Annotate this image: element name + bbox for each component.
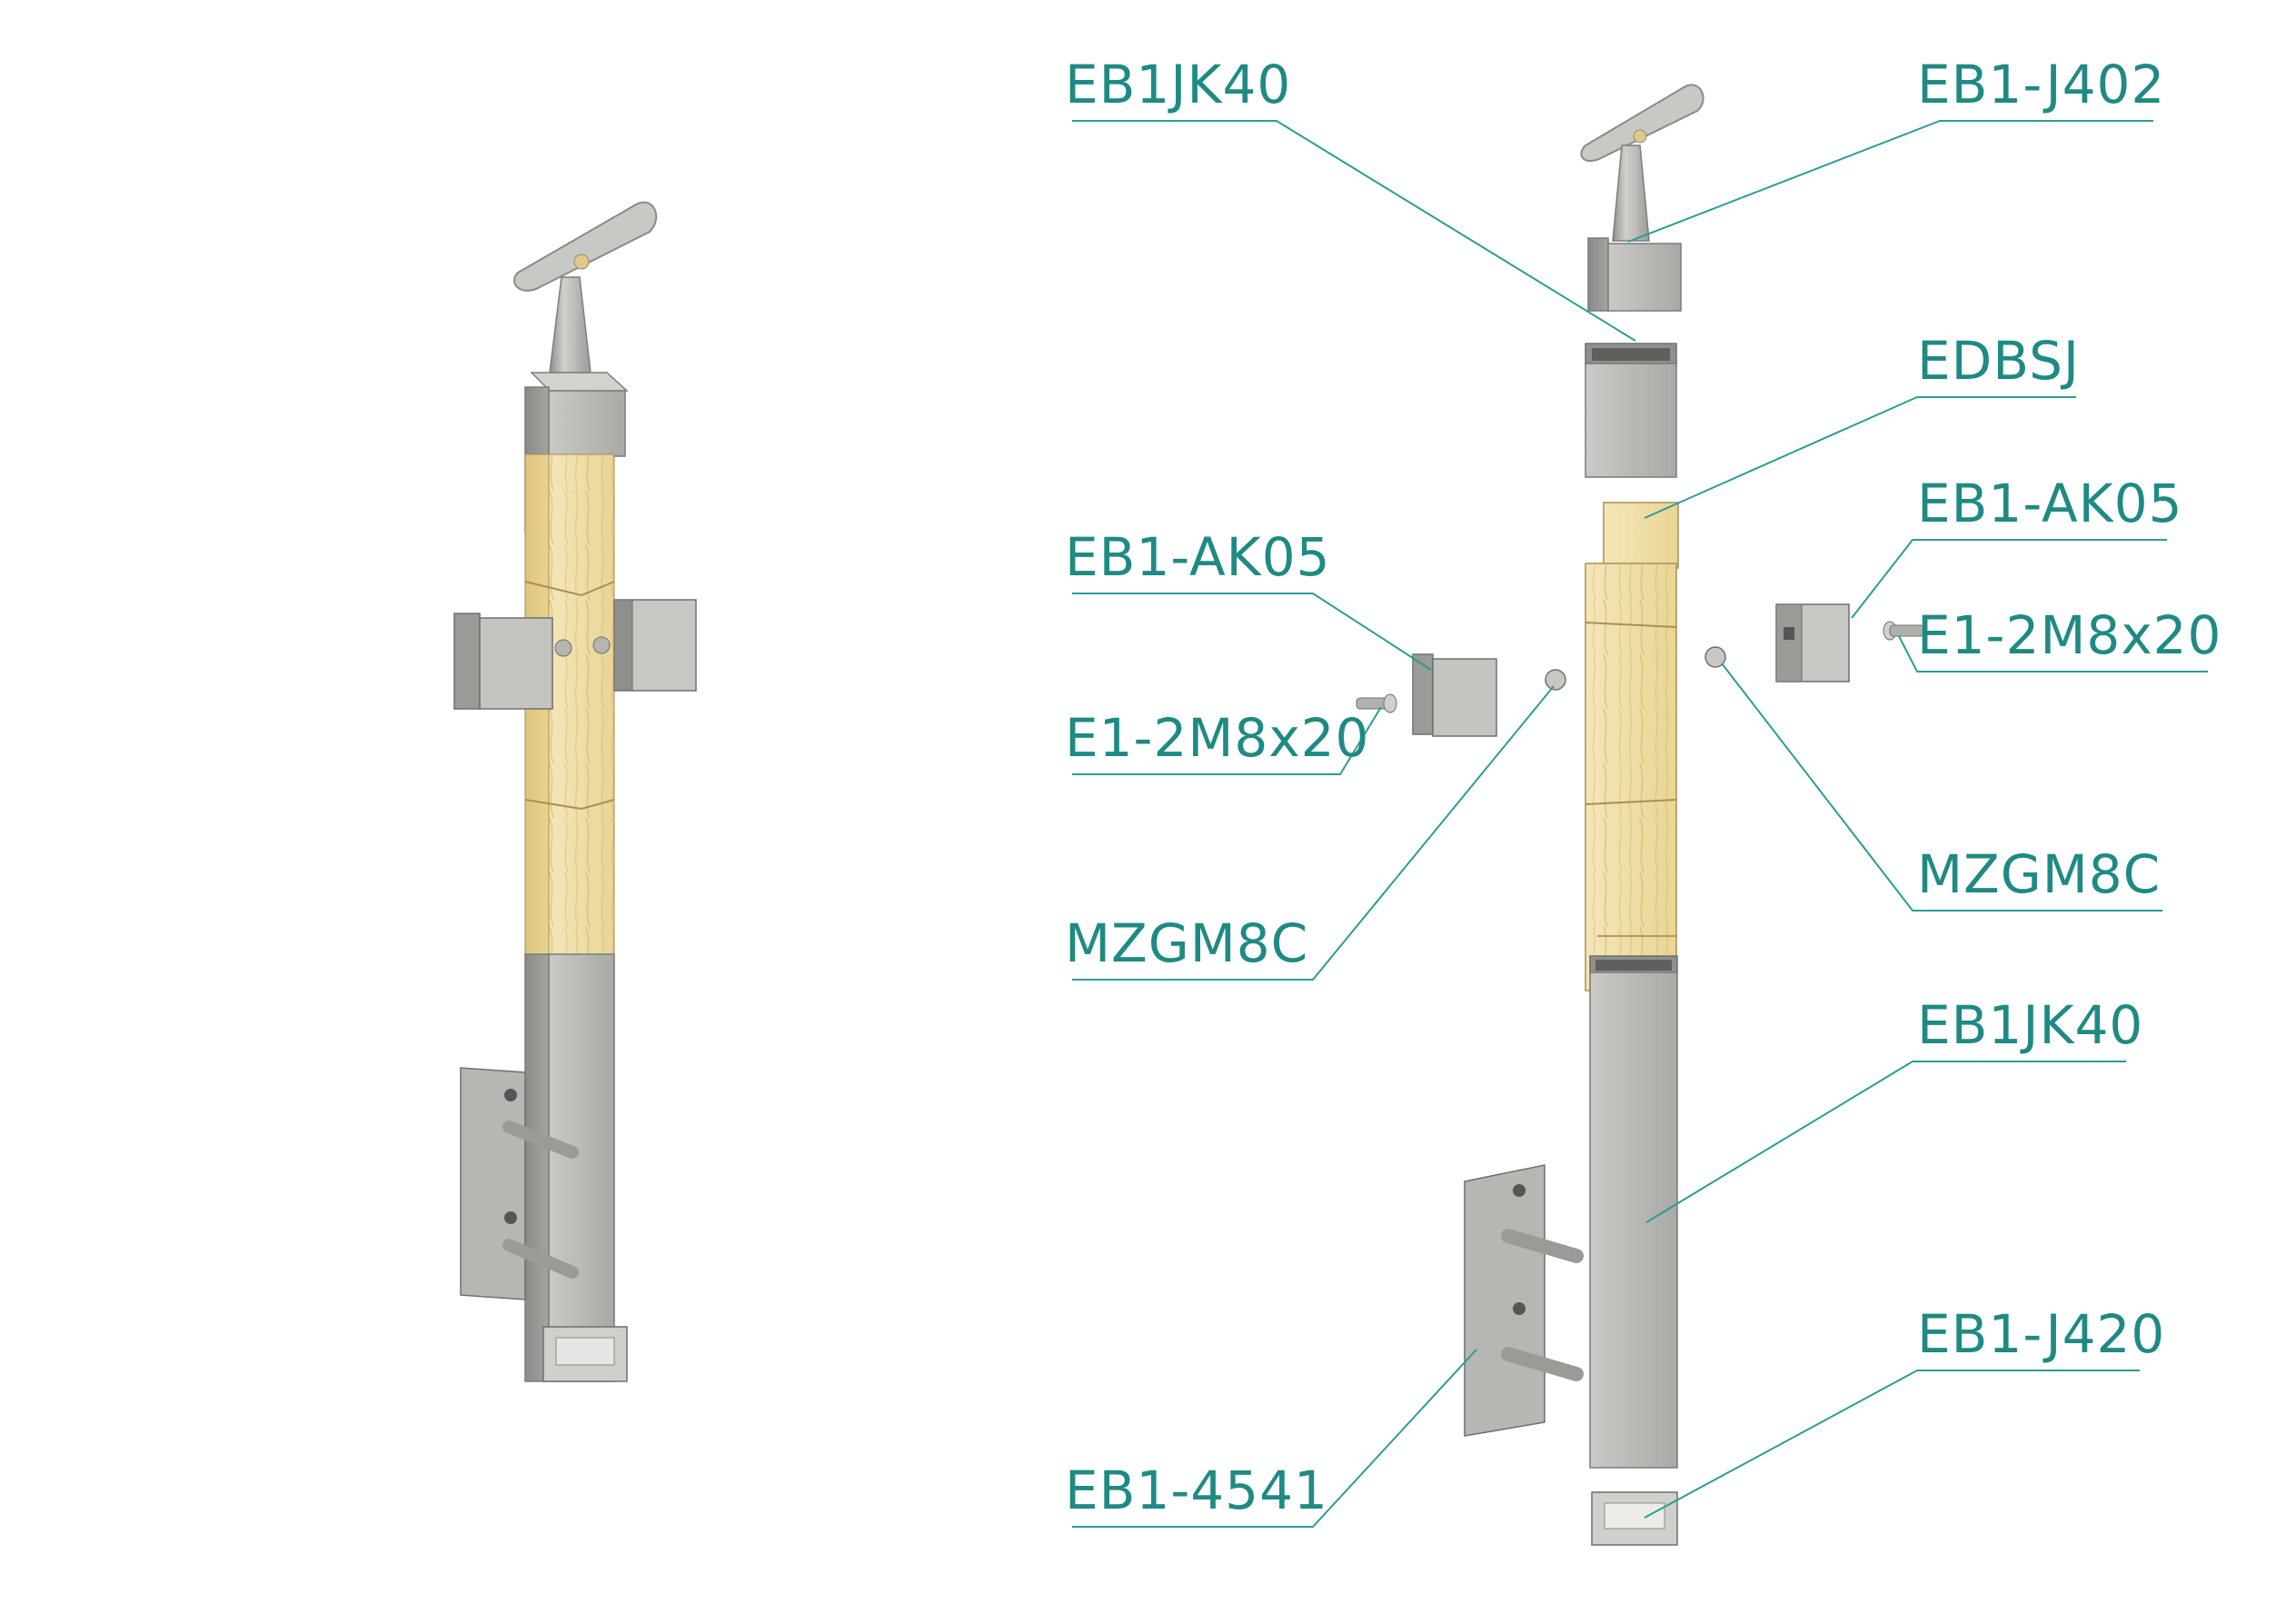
leader-eb1-j420 — [1644, 1370, 2140, 1519]
leader-e1-2m8x20-left — [1072, 706, 1382, 775]
part-glass-clamp-right — [1775, 603, 1850, 682]
label-eb1-j420: EB1-J420 — [1917, 1303, 2166, 1365]
label-edbsj: EDBSJ — [1917, 330, 2080, 392]
label-eb1jk40-top: EB1JK40 — [1065, 54, 1292, 115]
label-eb1jk40-bottom: EB1JK40 — [1917, 994, 2144, 1056]
leader-eb1-j402 — [1627, 120, 2153, 243]
leader-edbsj — [1644, 396, 2076, 519]
part-top-sleeve — [1585, 343, 1677, 478]
leader-eb1-ak05-right — [1851, 539, 2167, 619]
leader-eb1jk40-top — [1072, 120, 1636, 342]
assembled-wall-mount — [460, 1067, 579, 1300]
part-glass-clamp-left — [1412, 653, 1497, 737]
label-e1-2m8x20-left: E1-2M8x20 — [1065, 707, 1370, 769]
label-eb1-j402: EB1-J402 — [1917, 54, 2166, 115]
leader-lines — [1072, 120, 2208, 1528]
assembled-wood-section — [524, 453, 615, 955]
leader-eb1jk40-bottom — [1645, 1061, 2126, 1223]
part-handrail-saddle — [1580, 84, 1705, 312]
part-end-cap — [1591, 1491, 1678, 1546]
leader-eb1-4541 — [1072, 1349, 1477, 1528]
part-wall-mount — [1464, 1164, 1584, 1437]
exploded-view — [1356, 84, 1925, 1546]
label-eb1-ak05-right: EB1-AK05 — [1917, 473, 2183, 534]
label-eb1-4541: EB1-4541 — [1065, 1460, 1328, 1521]
label-mzgm8c-right: MZGM8C — [1917, 843, 2162, 905]
leader-eb1-ak05-left — [1072, 593, 1432, 671]
assembled-glass-clamp-left — [453, 613, 572, 710]
label-mzgm8c-left: MZGM8C — [1065, 912, 1309, 974]
assembled-handrail-saddle — [513, 201, 658, 392]
leader-mzgm8c-right — [1721, 663, 2162, 912]
leader-mzgm8c-left — [1072, 685, 1555, 981]
label-eb1-ak05-left: EB1-AK05 — [1065, 526, 1331, 588]
assembled-post — [453, 201, 697, 1382]
part-lower-post — [1589, 955, 1678, 1469]
part-screw-left — [1356, 693, 1397, 713]
part-screw-right — [1883, 621, 1925, 641]
label-e1-2m8x20-right: E1-2M8x20 — [1917, 604, 2222, 666]
part-spacer-left — [1545, 669, 1566, 691]
part-spacer-right — [1705, 646, 1726, 668]
leader-e1-2m8x20-right — [1898, 635, 2208, 673]
part-wood-post — [1585, 502, 1679, 991]
assembled-glass-clamp-right — [592, 599, 697, 692]
